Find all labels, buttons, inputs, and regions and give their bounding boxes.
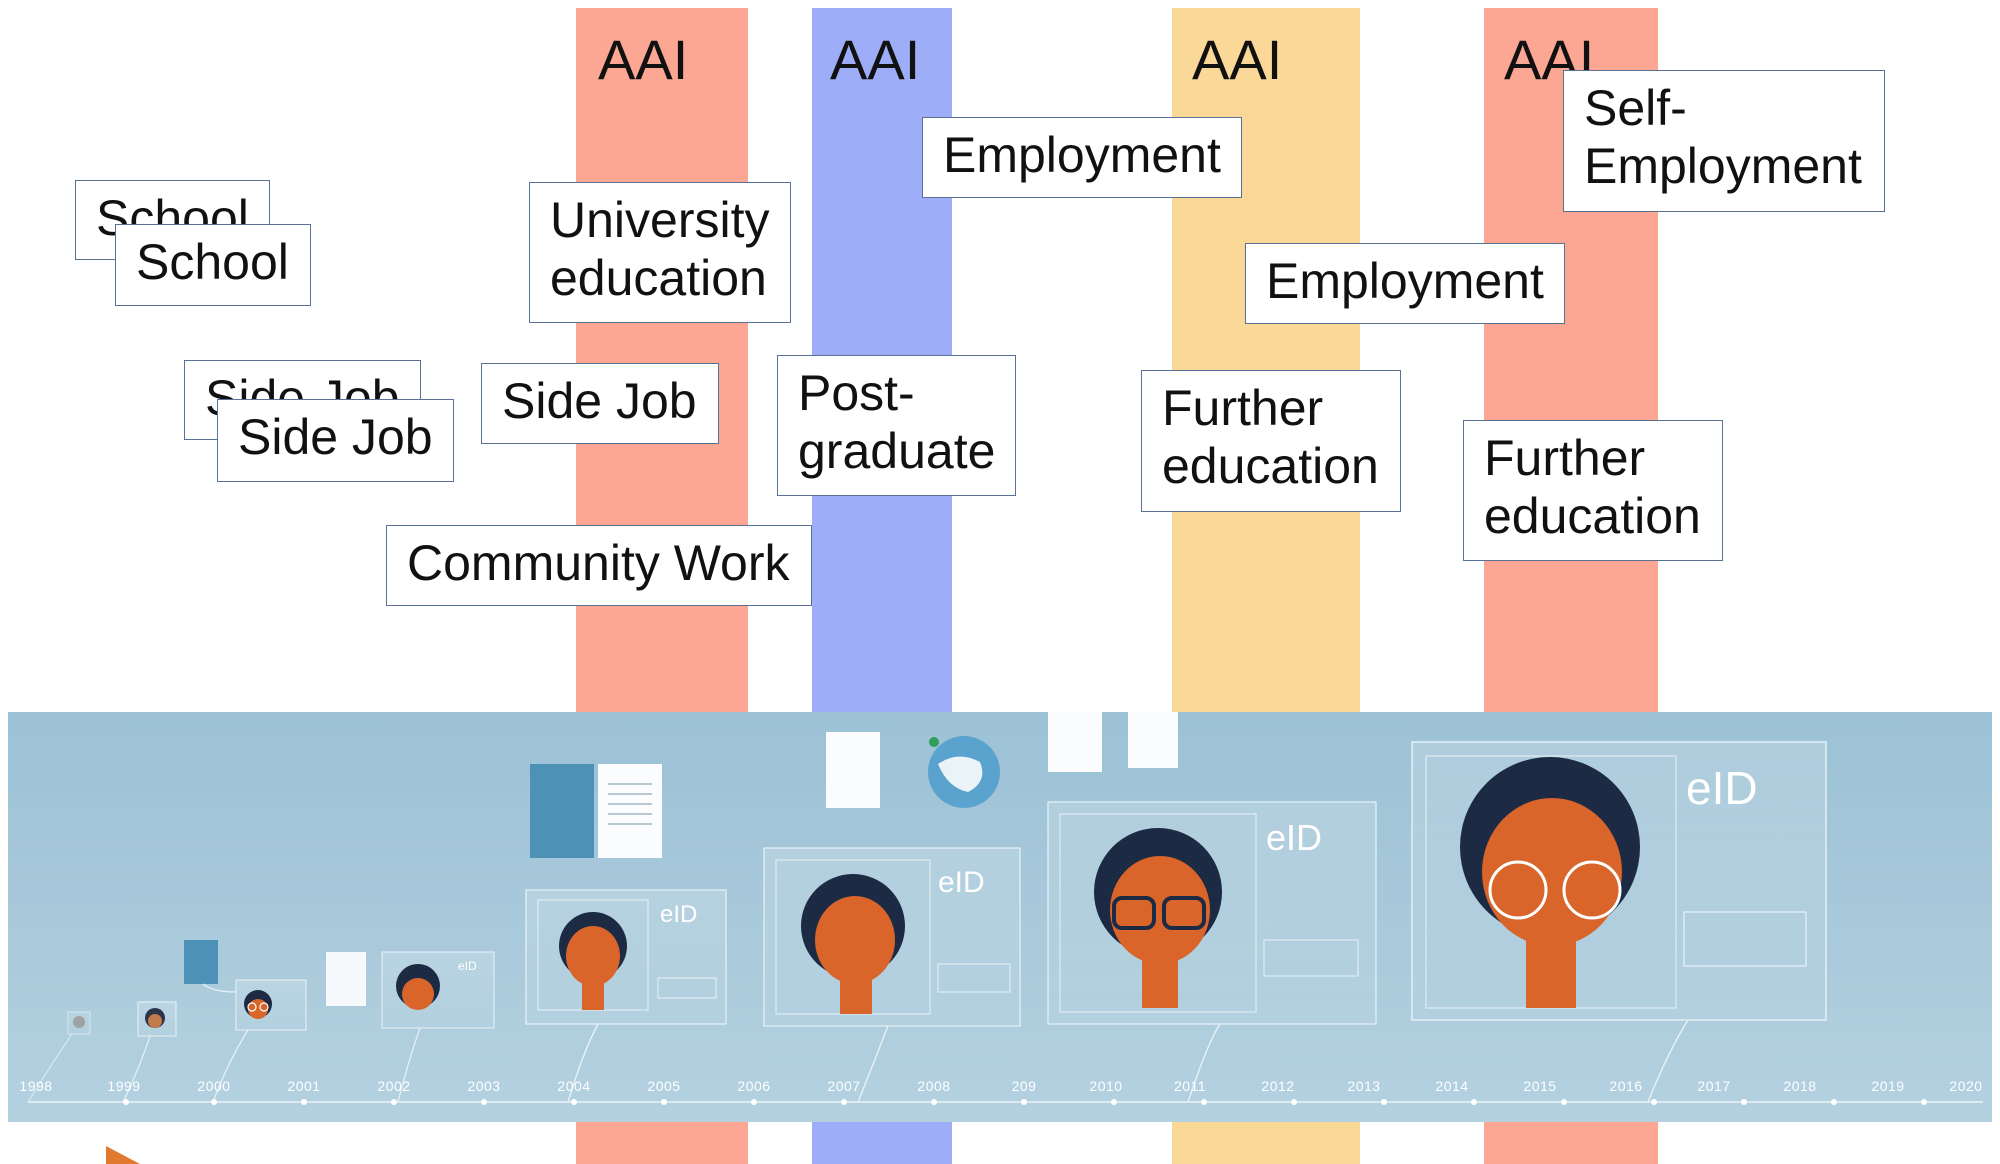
- employment-box-1: Employment: [922, 117, 1242, 198]
- university-label-line1: University: [550, 192, 770, 248]
- eid-label-2011: eID: [1266, 817, 1322, 858]
- school-label: School: [136, 234, 289, 290]
- eid-label-2016: eID: [1686, 762, 1758, 814]
- portrait-1999: [122, 1001, 177, 1103]
- self-employment-label-line1: Self-: [1584, 80, 1687, 136]
- side-job-university-box: Side Job: [481, 363, 719, 444]
- eid-timeline-illustration: eID eID: [8, 712, 1992, 1122]
- year-label: 2011: [1173, 1078, 1207, 1094]
- timeline-artwork: eID eID: [27, 712, 1983, 1105]
- further-education-label-line2: education: [1162, 438, 1379, 494]
- year-label: 2002: [377, 1078, 411, 1094]
- portrait-2011: eID: [1047, 712, 1377, 1103]
- play-icon: [106, 1146, 140, 1164]
- year-label: 2013: [1347, 1078, 1381, 1094]
- year-label: 2005: [647, 1078, 681, 1094]
- community-work-label: Community Work: [407, 535, 790, 591]
- postgraduate-label-line1: Post-: [798, 365, 915, 421]
- university-education-box: University education: [529, 182, 791, 323]
- eid-label-mini: eID: [458, 959, 477, 973]
- portrait-2002: eID: [326, 951, 495, 1103]
- year-label: 2020: [1949, 1078, 1983, 1094]
- side-job-label: Side Job: [238, 409, 433, 465]
- year-label: 2017: [1697, 1078, 1731, 1094]
- further-education-label-line2: education: [1484, 488, 1701, 544]
- school-box: School: [115, 224, 311, 306]
- portrait-2007: eID: [763, 732, 1021, 1103]
- aai-band-label: AAI: [830, 28, 921, 91]
- portrait-2000: [184, 940, 307, 1103]
- year-label: 2010: [1089, 1078, 1123, 1094]
- year-label: 2014: [1435, 1078, 1469, 1094]
- year-label: 2015: [1523, 1078, 1557, 1094]
- year-label: 2008: [917, 1078, 951, 1094]
- community-work-box: Community Work: [386, 525, 812, 606]
- further-education-box-2: Further education: [1463, 420, 1723, 561]
- postgraduate-box: Post- graduate: [777, 355, 1016, 496]
- eid-label-2007: eID: [938, 866, 985, 899]
- employment-box-2: Employment: [1245, 243, 1565, 324]
- aai-band-label: AAI: [1192, 28, 1283, 91]
- side-job-label: Side Job: [502, 373, 697, 429]
- year-label: 2012: [1261, 1078, 1295, 1094]
- further-education-label-line1: Further: [1162, 380, 1324, 436]
- year-label: 209: [1011, 1078, 1037, 1094]
- year-label: 2007: [827, 1078, 861, 1094]
- side-job-box: Side Job: [217, 399, 454, 482]
- portrait-2004: eID: [525, 764, 727, 1103]
- year-label: 1998: [19, 1078, 53, 1094]
- timeline-dots: [123, 1099, 1927, 1105]
- aai-band-label: AAI: [598, 28, 689, 91]
- portrait-2016: eID: [1411, 741, 1827, 1103]
- year-label: 2003: [467, 1078, 501, 1094]
- employment-label: Employment: [943, 127, 1221, 183]
- year-label: 2016: [1609, 1078, 1643, 1094]
- university-label-line2: education: [550, 250, 767, 306]
- year-label: 2001: [287, 1078, 321, 1094]
- portrait-1998: [27, 1011, 91, 1103]
- year-label: 1999: [107, 1078, 141, 1094]
- year-label: 2018: [1783, 1078, 1817, 1094]
- further-education-label-line1: Further: [1484, 430, 1646, 486]
- postgraduate-label-line2: graduate: [798, 423, 996, 479]
- year-label: 2006: [737, 1078, 771, 1094]
- self-employment-label-line2: Employment: [1584, 138, 1862, 194]
- employment-label: Employment: [1266, 253, 1544, 309]
- further-education-box-1: Further education: [1141, 370, 1401, 512]
- self-employment-box: Self- Employment: [1563, 70, 1885, 212]
- year-label: 2004: [557, 1078, 591, 1094]
- eid-label-2004: eID: [660, 901, 697, 928]
- year-label: 2000: [197, 1078, 231, 1094]
- year-label: 2019: [1871, 1078, 1905, 1094]
